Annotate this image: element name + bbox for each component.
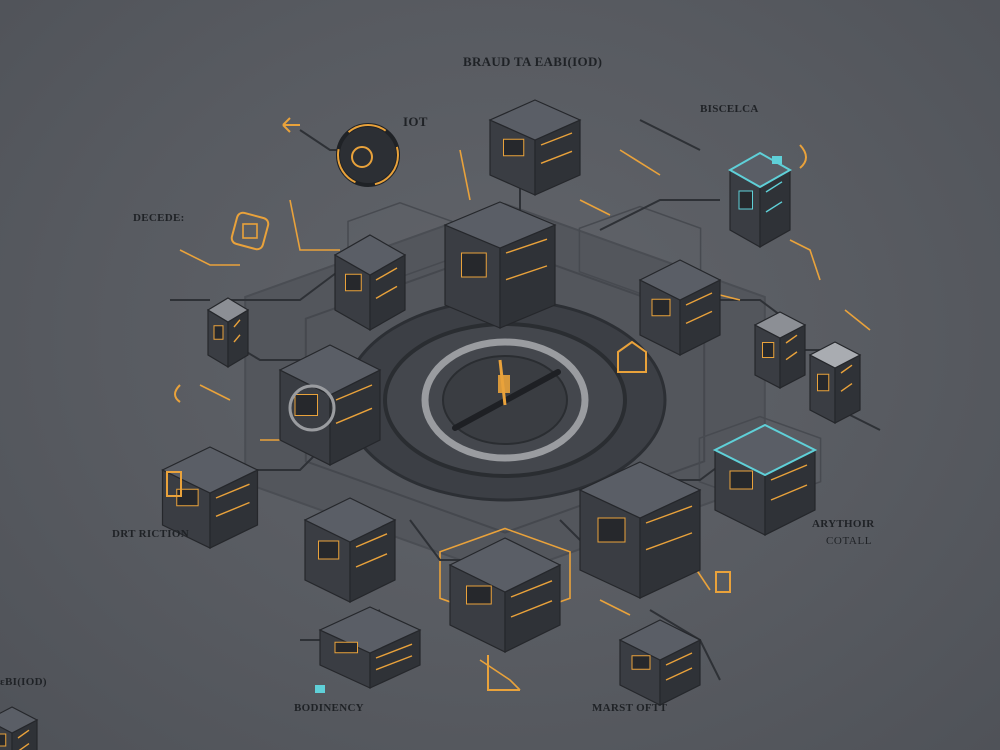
central-hub xyxy=(343,298,667,502)
server-node xyxy=(318,606,422,689)
accent-trace xyxy=(599,599,631,616)
server-node xyxy=(727,151,793,249)
iot-label: IOT xyxy=(403,114,428,129)
circuit-trace xyxy=(230,269,341,301)
drt-riction-label: DRT RICTION xyxy=(112,528,189,540)
status-led xyxy=(315,685,325,693)
circuit-trace xyxy=(599,199,720,231)
server-node xyxy=(578,461,702,599)
server-node xyxy=(206,297,250,369)
accent-trace xyxy=(479,659,521,691)
accent-trace xyxy=(579,199,611,216)
accent-trace xyxy=(459,149,471,201)
lock-icon xyxy=(617,340,647,373)
server-node xyxy=(448,537,562,653)
gear-ring-icon xyxy=(421,338,589,462)
server-node xyxy=(278,344,382,466)
chip-icon xyxy=(230,211,270,251)
marst-oftt-label: MARST OFTT xyxy=(592,702,668,714)
accent-icons xyxy=(166,117,807,693)
cotall-label: COTALL xyxy=(826,535,873,547)
server-node xyxy=(161,446,259,549)
server-node xyxy=(488,99,582,196)
accent-trace xyxy=(199,384,231,401)
corner-label: ɛBI(IOD) xyxy=(0,676,47,688)
arythoir-label: ARYTHOIR xyxy=(812,518,875,530)
title-label: BRAUD TA EABI(IOD) xyxy=(463,54,603,69)
server-node xyxy=(712,423,818,536)
accent-trace xyxy=(789,239,821,281)
biscelca-label: BISCELCA xyxy=(700,103,759,115)
shield-icon xyxy=(288,384,336,432)
small-chip-icon xyxy=(715,571,731,593)
arrow-icon xyxy=(487,655,520,691)
accent-trace xyxy=(619,149,661,176)
server-node xyxy=(638,259,722,356)
arrow-icon xyxy=(799,144,807,169)
clock-ring xyxy=(337,124,399,186)
server-node xyxy=(0,706,39,750)
decede-label: DECEDE: xyxy=(133,212,185,224)
accent-trace xyxy=(844,309,871,331)
arrow-icon xyxy=(282,117,300,133)
small-chip-icon xyxy=(166,471,182,497)
chip-core xyxy=(242,223,258,239)
server-node xyxy=(303,497,397,603)
server-node xyxy=(443,201,557,329)
arrow-icon xyxy=(174,384,181,403)
server-node xyxy=(808,341,862,424)
accent-trace xyxy=(179,249,240,266)
status-led xyxy=(772,156,782,164)
circuit-trace xyxy=(639,119,701,151)
server-node xyxy=(618,619,702,706)
server-node xyxy=(333,234,407,332)
accent-trace xyxy=(289,199,340,251)
clock-face xyxy=(351,146,373,168)
device-nodes xyxy=(0,99,862,750)
bodinency-label: BODINENCY xyxy=(294,702,364,714)
clock-hands-icon xyxy=(452,359,561,431)
server-node xyxy=(753,311,807,389)
